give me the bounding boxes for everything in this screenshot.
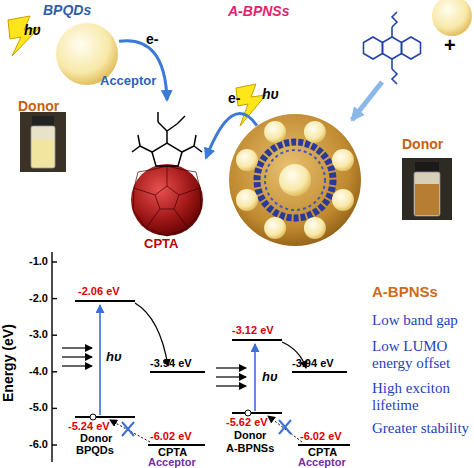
fullerene-molecule <box>128 100 206 238</box>
level-label: Donor <box>234 429 266 442</box>
photon-symbol: hυ <box>262 86 279 102</box>
energy-value: -5.62 eV <box>226 416 268 429</box>
lightning-bolt <box>8 16 40 56</box>
tick-label: -3.0 <box>14 328 48 341</box>
energy-value: -2.06 eV <box>78 285 120 298</box>
electron-transfer-arrow <box>119 41 167 100</box>
feature-item: Low band gap <box>372 312 458 329</box>
energy-value: -6.02 eV <box>150 430 192 443</box>
node-heading: Acceptor <box>100 74 156 89</box>
level-label: Acceptor <box>298 456 346 468</box>
energy-value: -5.24 eV <box>68 420 110 433</box>
donor-node: A-BPNSsDonor <box>227 112 363 248</box>
vial-photo <box>20 112 66 172</box>
node-heading: A-BPNSs <box>228 3 289 19</box>
level-label: A-BPNSs <box>226 442 274 455</box>
energy-value: -3.12 eV <box>232 324 274 337</box>
acceptor-node: AcceptorCPTA <box>128 100 206 238</box>
lightning-bolt <box>236 84 266 126</box>
energy-value: -3.94 eV <box>150 357 192 370</box>
energy-levels <box>62 301 205 445</box>
node-caption: CPTA <box>144 237 178 252</box>
tick-label: -2.0 <box>14 292 48 305</box>
axis-title: Energy (eV) <box>0 324 16 402</box>
feature-heading: A-BPNSs <box>372 283 438 300</box>
feature-item: Greater stability <box>372 420 472 437</box>
tick-label: -5.0 <box>14 401 48 414</box>
feature-item: Low LUMO energy offset <box>372 338 472 372</box>
reaction-arrow <box>352 82 382 120</box>
level-label: Donor <box>80 432 112 445</box>
node-heading: BPQDs <box>43 2 91 18</box>
edge-label: e- <box>228 90 240 106</box>
level-label: Acceptor <box>148 456 196 468</box>
photon-symbol: hυ <box>262 370 278 385</box>
energy-axis <box>52 252 57 462</box>
level-label: BPQDs <box>76 444 114 457</box>
photon-symbol: hυ <box>24 22 41 38</box>
energy-value: -3.94 eV <box>292 357 334 370</box>
energy-levels <box>216 340 350 445</box>
nanosheet-disc <box>227 112 363 248</box>
tick-label: -6.0 <box>14 438 48 451</box>
quantum-dot-sphere <box>432 0 472 36</box>
plus-sign: + <box>444 34 456 57</box>
feature-item: High exciton lifetime <box>372 380 472 414</box>
node-caption: Donor <box>18 98 59 114</box>
node-caption: Donor <box>402 136 443 152</box>
photon-symbol: hυ <box>106 350 122 365</box>
vial-photo <box>402 158 452 220</box>
anthracene-diazide <box>364 12 421 84</box>
tick-label: -1.0 <box>14 255 48 268</box>
tick-label: -4.0 <box>14 365 48 378</box>
energy-value: -6.02 eV <box>300 430 342 443</box>
edge-label: e- <box>146 31 158 47</box>
